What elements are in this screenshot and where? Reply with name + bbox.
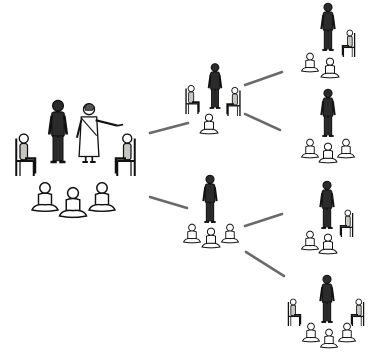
seated-participant-figure [320, 57, 340, 79]
trainer-figure [319, 274, 335, 324]
chair-participant-figure [15, 132, 37, 178]
seated-participant-figure [221, 223, 239, 244]
seated-participant-figure [201, 227, 221, 249]
seated-participant-figure [58, 186, 88, 219]
seated-participant-figure [31, 181, 59, 213]
seated-participant-figure [199, 113, 219, 135]
group-leaf-3 [301, 180, 354, 255]
group-leaf-4 [287, 274, 365, 349]
seated-participant-figure [301, 230, 319, 251]
seated-participant-figure [301, 138, 319, 159]
chair-participant-figure [114, 132, 136, 178]
seated-participant-figure [183, 223, 201, 244]
chair-participant-figure [185, 84, 200, 115]
pointing-trainer-figure [75, 102, 125, 164]
seated-participant-figure [318, 233, 338, 255]
chair-participant-figure [350, 298, 365, 327]
training-groups [15, 2, 365, 349]
group-mid-bottom [183, 174, 239, 249]
trainer-figure [320, 88, 336, 138]
connector-mid-bottom-to-leaf-3 [243, 212, 284, 228]
trainer-figure [202, 174, 218, 224]
group-leaf-2 [301, 88, 355, 164]
trainer-figure [320, 2, 336, 52]
seated-participant-figure [301, 52, 319, 73]
connector-mid-top-to-leaf-2 [243, 112, 282, 132]
seated-participant-figure [318, 142, 338, 164]
connector-mid-bottom-to-leaf-4 [244, 250, 286, 278]
seated-participant-figure [302, 322, 320, 343]
seated-participant-figure [320, 328, 338, 349]
connector-root-to-mid-top [148, 121, 190, 135]
group-mid-top [185, 62, 241, 135]
seated-participant-figure [88, 181, 116, 213]
connector-lines [148, 70, 286, 278]
chair-participant-figure [339, 209, 354, 238]
chair-participant-figure [287, 298, 302, 327]
seated-participant-figure [337, 138, 355, 159]
chair-participant-figure [341, 29, 356, 58]
chair-participant-figure [226, 86, 241, 117]
trainer-figure [47, 99, 69, 164]
connector-mid-top-to-leaf-1 [243, 70, 284, 87]
trainer-figure [319, 180, 335, 230]
connector-root-to-mid-bottom [148, 195, 189, 210]
group-leaf-1 [301, 2, 356, 79]
group-root [15, 99, 136, 219]
trainer-figure [207, 62, 223, 109]
